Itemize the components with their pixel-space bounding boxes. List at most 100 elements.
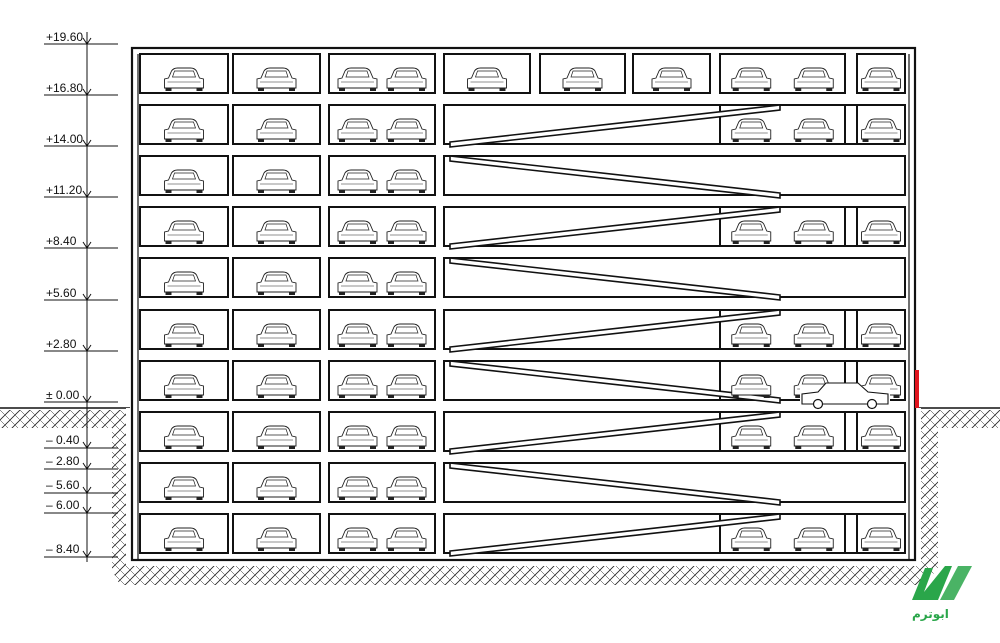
level-arrow-icon: [82, 441, 92, 449]
ramp-system: [449, 104, 905, 557]
parking-bay: [232, 155, 321, 196]
parking-bay: [139, 257, 229, 298]
elevation-label: – 2.80: [46, 454, 80, 468]
car-icon: [386, 169, 427, 194]
level-arrow-icon: [82, 550, 92, 558]
car-icon: [386, 67, 427, 92]
level-arrow-icon: [82, 241, 92, 249]
parking-bay: [328, 104, 436, 145]
elevation-label: +8.40: [46, 234, 77, 248]
parking-bay: [232, 206, 321, 247]
elevation-label: +14.00: [46, 132, 83, 146]
parking-bay: [232, 411, 321, 452]
car-icon: [562, 67, 603, 92]
parking-bay: [232, 360, 321, 401]
car-icon: [337, 220, 378, 245]
ramp-segment: [449, 155, 781, 199]
parking-bay: [328, 257, 436, 298]
car-icon: [256, 220, 297, 245]
logo-text: ابوترم: [912, 607, 949, 622]
parking-bay: [328, 513, 436, 554]
car-icon: [386, 374, 427, 399]
parking-bay: [139, 462, 229, 503]
car-icon: [386, 323, 427, 348]
outer-wall: [130, 46, 917, 562]
parking-bay: [719, 53, 846, 94]
parking-bay: [232, 309, 321, 350]
ramp-segment: [449, 257, 781, 301]
car-icon: [337, 323, 378, 348]
ramp-segment: [449, 513, 781, 557]
car-icon: [337, 118, 378, 143]
car-icon: [337, 271, 378, 296]
parking-bay: [328, 206, 436, 247]
car-icon: [467, 67, 507, 92]
elevation-dimension-line: [44, 32, 118, 562]
level-arrow-icon: [82, 190, 92, 198]
parking-bay: [139, 53, 229, 94]
elevation-label: – 0.40: [46, 433, 80, 447]
car-icon: [256, 374, 297, 399]
elevation-labels: +19.60 +16.80 +14.00 +11.20 +8.40 +5.60 …: [46, 30, 83, 556]
ramp-bay: [443, 257, 906, 298]
car-wheel-icon: [866, 398, 878, 410]
car-icon: [256, 271, 297, 296]
ramp-bay: [443, 155, 906, 196]
parking-bay: [139, 206, 229, 247]
level-arrow-icon: [82, 293, 92, 301]
level-arrow-icon: [82, 344, 92, 352]
logo-icon: ابوترم: [912, 566, 972, 622]
parking-bay: [232, 104, 321, 145]
level-arrow-icon: [82, 395, 92, 403]
level-arrow-icon: [82, 462, 92, 470]
car-icon: [337, 169, 378, 194]
parking-bay: [139, 155, 229, 196]
car-icon: [386, 220, 427, 245]
parking-bay: [443, 53, 531, 94]
car-icon: [256, 169, 297, 194]
ramp-segment: [449, 360, 781, 404]
ramp-segment: [449, 462, 781, 506]
parking-bay: [139, 309, 229, 350]
elevation-label: – 8.40: [46, 542, 80, 556]
car-wheel-icon: [812, 398, 824, 410]
parking-bay: [539, 53, 626, 94]
car-icon: [164, 323, 204, 348]
elevation-label: +5.60: [46, 286, 77, 300]
parking-bay: [328, 53, 436, 94]
car-icon: [386, 271, 427, 296]
car-icon: [164, 169, 204, 194]
elevation-label: +11.20: [46, 183, 82, 197]
parking-bay: [139, 513, 229, 554]
ramp-segment: [449, 104, 781, 148]
parking-bay: [328, 155, 436, 196]
car-icon: [256, 118, 297, 143]
elevation-label: +16.80: [46, 81, 83, 95]
car-icon: [164, 118, 204, 143]
parking-bay: [328, 309, 436, 350]
car-icon: [164, 220, 204, 245]
car-icon: [164, 374, 204, 399]
car-icon: [337, 67, 378, 92]
level-arrow-icon: [82, 37, 92, 45]
parking-bay: [328, 411, 436, 452]
ramp-segment: [449, 206, 781, 250]
parking-bay: [328, 462, 436, 503]
building-frame: [130, 46, 919, 562]
car-icon: [256, 67, 297, 92]
parking-bay: [139, 104, 229, 145]
ground-soil: [0, 407, 1000, 585]
parking-bay: [139, 360, 229, 401]
car-icon: [651, 67, 692, 92]
parking-bay: [328, 360, 436, 401]
car-icon: [337, 374, 378, 399]
car-icon: [164, 271, 204, 296]
elevation-label: ± 0.00: [46, 388, 80, 402]
car-icon: [731, 67, 772, 92]
elevation-label: +19.60: [46, 30, 83, 44]
car-icon: [861, 67, 901, 92]
entering-car-icon: [801, 382, 889, 405]
car-icon: [256, 323, 297, 348]
level-arrow-icon: [82, 486, 92, 494]
